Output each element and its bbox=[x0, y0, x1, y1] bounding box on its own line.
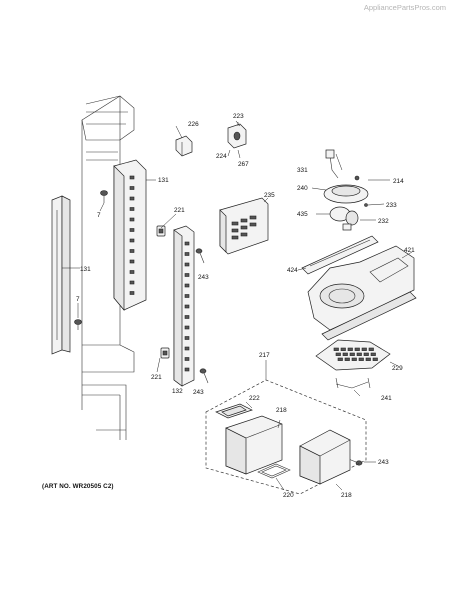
part-421-evaporator-cover bbox=[307, 245, 417, 341]
part-220-gasket bbox=[257, 463, 291, 479]
callout-221-lower: 221 bbox=[151, 374, 162, 381]
callout-221-upper: 221 bbox=[174, 207, 185, 214]
rail-slot bbox=[184, 273, 190, 277]
part-218-pan-right bbox=[299, 429, 351, 485]
rail-slot bbox=[184, 262, 190, 267]
rail-slot bbox=[184, 283, 190, 288]
callout-218-upper: 218 bbox=[276, 407, 287, 414]
grille-hole bbox=[337, 357, 343, 361]
grille-hole bbox=[368, 347, 374, 351]
rail-slot bbox=[129, 217, 135, 222]
part-223-224-267-switch bbox=[227, 120, 247, 149]
callout-233: 233 bbox=[386, 202, 397, 209]
callout-267: 267 bbox=[238, 161, 249, 168]
callout-240: 240 bbox=[297, 185, 308, 192]
rail-slot bbox=[184, 241, 190, 246]
callout-131-upper: 131 bbox=[158, 177, 169, 184]
rail-slot bbox=[184, 294, 190, 298]
callout-243-b: 243 bbox=[193, 389, 204, 396]
callout-132: 132 bbox=[172, 388, 183, 395]
callout-217: 217 bbox=[259, 352, 270, 359]
part-226-clip bbox=[175, 135, 193, 157]
callout-331: 331 bbox=[297, 167, 308, 174]
grille-hole bbox=[349, 352, 355, 356]
rail-slot bbox=[129, 196, 135, 201]
callout-226: 226 bbox=[188, 121, 199, 128]
callout-222: 222 bbox=[249, 395, 260, 402]
rail-slot bbox=[129, 291, 135, 295]
grille-hole bbox=[365, 357, 371, 361]
callout-424: 424 bbox=[287, 267, 298, 274]
callout-435: 435 bbox=[297, 211, 308, 218]
rail-slot bbox=[184, 315, 190, 319]
callout-218-lower: 218 bbox=[341, 492, 352, 499]
rail-slot bbox=[184, 336, 190, 340]
rail-slot bbox=[184, 357, 190, 361]
grille-hole bbox=[344, 357, 350, 361]
rail-slot bbox=[129, 207, 135, 211]
grille-hole bbox=[342, 352, 348, 356]
callout-229: 229 bbox=[392, 365, 403, 372]
rail-slot bbox=[129, 249, 135, 253]
grille-hole bbox=[333, 347, 339, 351]
part-235-control-housing bbox=[219, 197, 269, 255]
center-rail-131 bbox=[113, 159, 147, 311]
rail-slot bbox=[184, 252, 190, 256]
rail-slot bbox=[129, 259, 135, 264]
grille-hole bbox=[335, 352, 341, 356]
callout-131-lower: 131 bbox=[80, 266, 91, 273]
screw-243-b bbox=[199, 368, 209, 384]
grille-hole bbox=[372, 357, 378, 361]
callout-232: 232 bbox=[378, 218, 389, 225]
rail-slot bbox=[129, 186, 135, 190]
rail-slot bbox=[184, 325, 190, 330]
part-222-frame bbox=[215, 403, 253, 419]
callout-223: 223 bbox=[233, 113, 244, 120]
callout-labels: 226 223 224 267 331 214 240 233 435 232 … bbox=[76, 113, 415, 499]
callout-421: 421 bbox=[404, 247, 415, 254]
callout-243-a: 243 bbox=[198, 274, 209, 281]
grille-hole bbox=[354, 347, 360, 351]
grille-hole bbox=[347, 347, 353, 351]
grille-hole bbox=[340, 347, 346, 351]
rail-slot bbox=[184, 346, 190, 351]
grille-hole bbox=[358, 357, 364, 361]
grille-hole bbox=[370, 352, 376, 356]
left-side-rail-131 bbox=[51, 195, 71, 355]
leader-lines bbox=[62, 122, 413, 491]
callout-7-lower: 7 bbox=[76, 296, 80, 303]
rail-slot bbox=[184, 367, 190, 372]
grille-hole bbox=[356, 352, 362, 356]
callout-214: 214 bbox=[393, 178, 404, 185]
callout-220: 220 bbox=[283, 492, 294, 499]
right-rail-132 bbox=[173, 225, 195, 387]
bracket-221-upper bbox=[156, 225, 166, 237]
callout-235: 235 bbox=[264, 192, 275, 199]
part-218-pan-left bbox=[225, 415, 283, 475]
rail-slot bbox=[129, 228, 135, 232]
grille-hole bbox=[361, 347, 367, 351]
rail-slot bbox=[184, 304, 190, 309]
bracket-221-lower bbox=[160, 347, 170, 359]
grille-hole bbox=[363, 352, 369, 356]
vent-slots bbox=[231, 215, 257, 240]
part-424-duct-strip bbox=[301, 235, 379, 275]
grille-hole bbox=[351, 357, 357, 361]
screw-7-lower bbox=[74, 319, 82, 330]
watermark: AppliancePartsPros.com bbox=[363, 3, 446, 12]
rail-slot bbox=[129, 238, 135, 243]
fan-motor-assembly bbox=[323, 149, 369, 231]
callout-224: 224 bbox=[216, 153, 227, 160]
rail-slot bbox=[129, 280, 135, 285]
screw-243-a bbox=[195, 248, 205, 264]
callout-243-c: 243 bbox=[378, 459, 389, 466]
part-229-vent-grille bbox=[315, 339, 391, 389]
screw-7-upper bbox=[100, 190, 108, 203]
callout-241: 241 bbox=[381, 395, 392, 402]
rail-slot bbox=[129, 175, 135, 180]
art-number: (ART NO. WR20505 C2) bbox=[42, 483, 114, 490]
callout-7-upper: 7 bbox=[97, 212, 101, 219]
rail-slot bbox=[129, 270, 135, 274]
